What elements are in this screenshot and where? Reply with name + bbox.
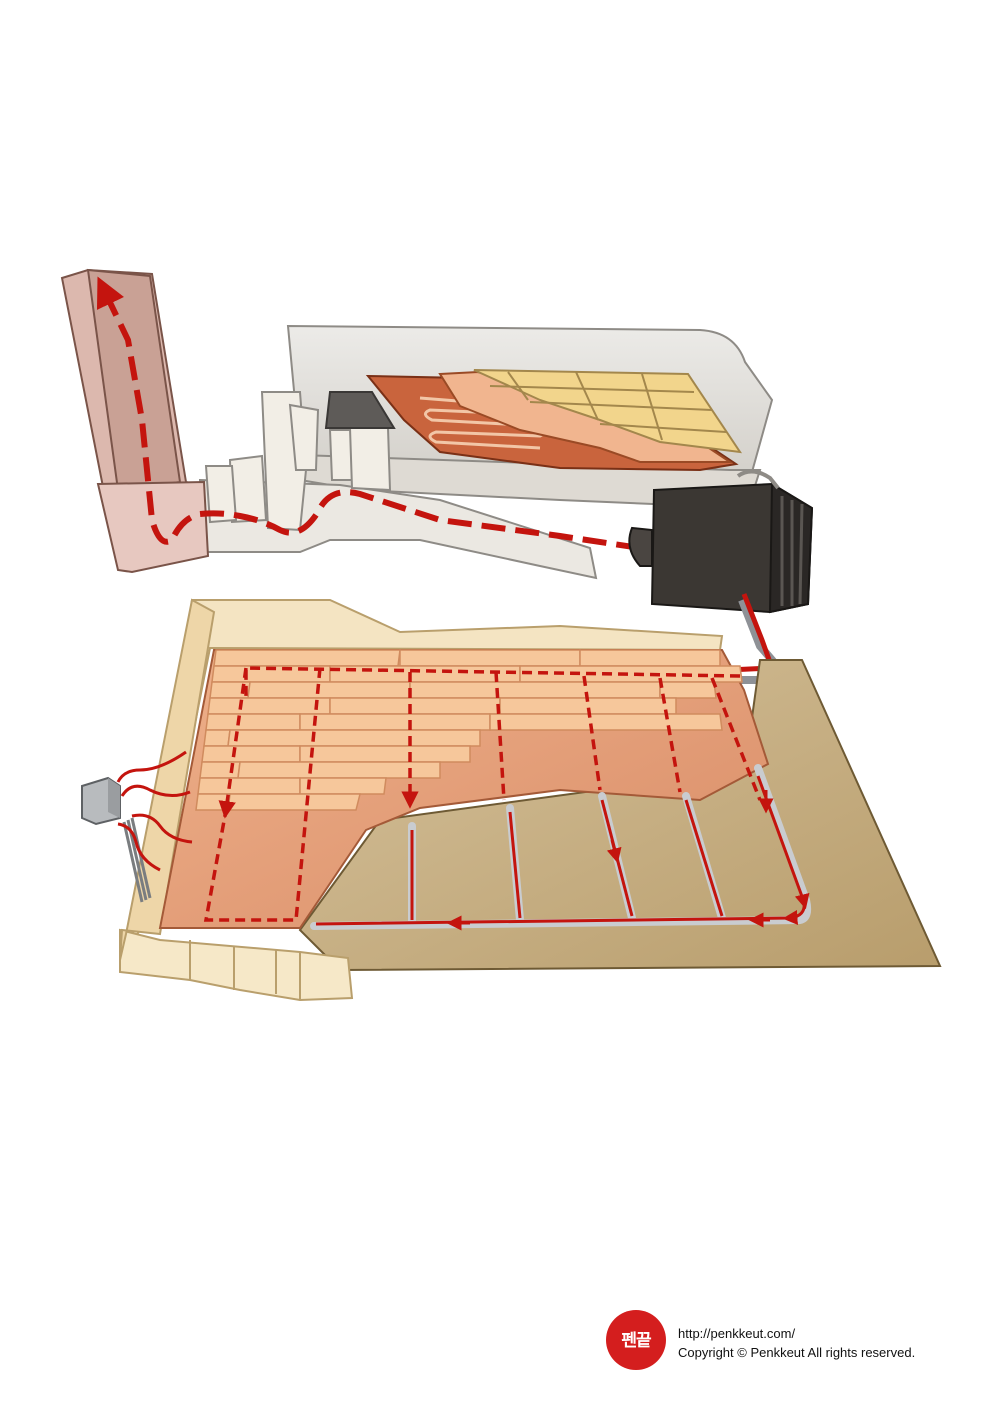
copyright-credit: 펜끝 http://penkkeut.com/ Copyright © Penk… — [606, 1308, 986, 1378]
boiler-icon — [628, 469, 814, 614]
wall-front-blocks — [119, 928, 354, 1002]
chimney-icon — [60, 268, 210, 574]
credit-url-link[interactable]: http://penkkeut.com/ — [678, 1326, 796, 1341]
floor-heating-section — [81, 598, 942, 1002]
logo-text: 펜끝 — [621, 1331, 651, 1351]
thermostat-icon — [81, 776, 152, 903]
copyright-text: Copyright © Penkkeut All rights reserved… — [678, 1345, 916, 1360]
traditional-ondol-section — [60, 268, 774, 580]
floor-tiles — [195, 649, 743, 811]
flue-flow-path — [96, 276, 641, 551]
heat-distribution-paths — [203, 666, 762, 922]
block-joints — [189, 940, 301, 1000]
jangpan-floor-tiles — [473, 369, 743, 454]
penkkeut-logo: 펜끝 — [606, 1310, 666, 1370]
heat-wave-icon — [116, 750, 193, 872]
gudeul-stone-slab — [324, 391, 396, 429]
stone-supports — [204, 391, 392, 532]
pipe-flow-arrows — [315, 775, 810, 931]
